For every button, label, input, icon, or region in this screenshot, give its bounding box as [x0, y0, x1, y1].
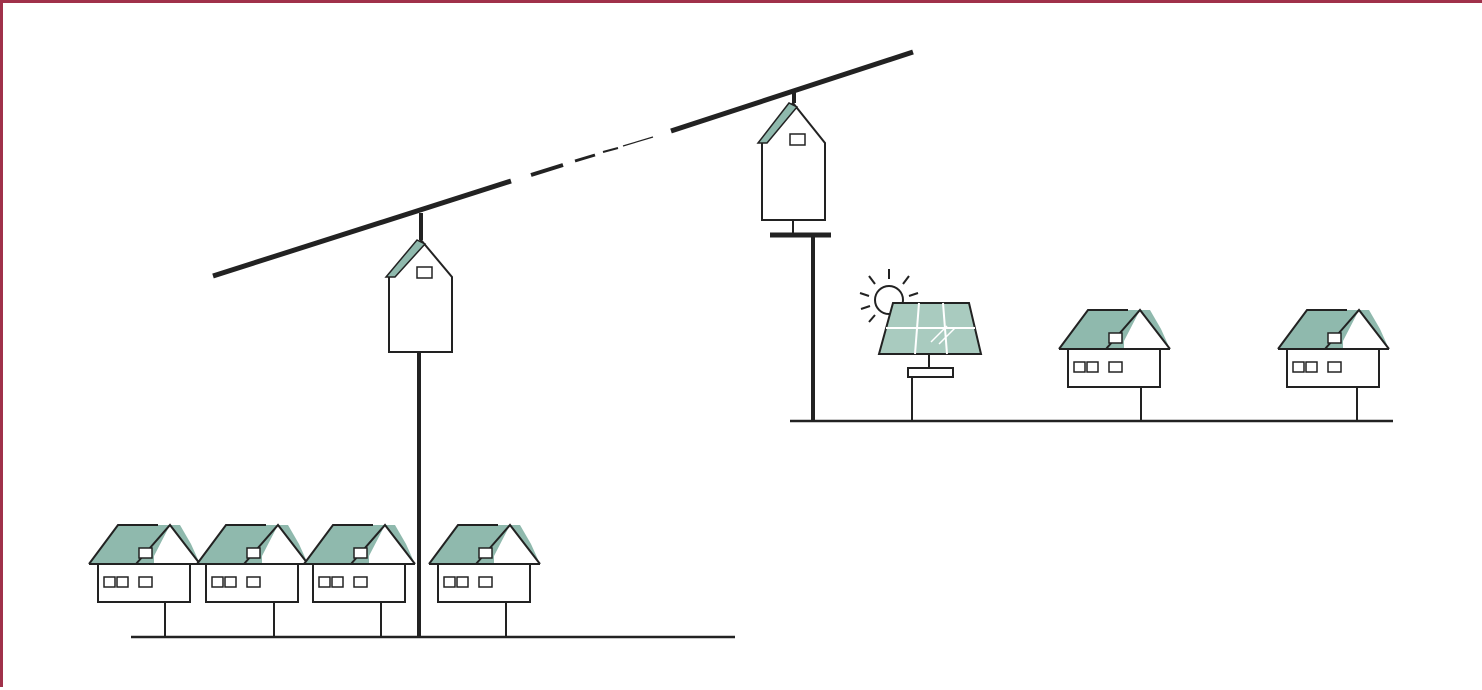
solar-panel-icon — [877, 302, 983, 421]
house-icon — [196, 524, 309, 603]
grid-tower-icon — [756, 101, 826, 221]
grid-diagram — [88, 49, 1393, 639]
right-house-1 — [1058, 309, 1171, 421]
house-icon — [1058, 309, 1171, 388]
house-icon — [303, 524, 416, 603]
left-house-2 — [196, 524, 309, 637]
house-icon — [88, 524, 201, 603]
left-substation — [384, 213, 453, 636]
right-house-2 — [1277, 309, 1390, 421]
house-icon — [428, 524, 541, 603]
right-substation — [756, 91, 831, 421]
grid-tower-icon — [384, 238, 453, 353]
house-icon — [1277, 309, 1390, 388]
left-house-3 — [303, 524, 416, 637]
left-house-1 — [88, 524, 201, 637]
left-house-4 — [428, 524, 541, 637]
